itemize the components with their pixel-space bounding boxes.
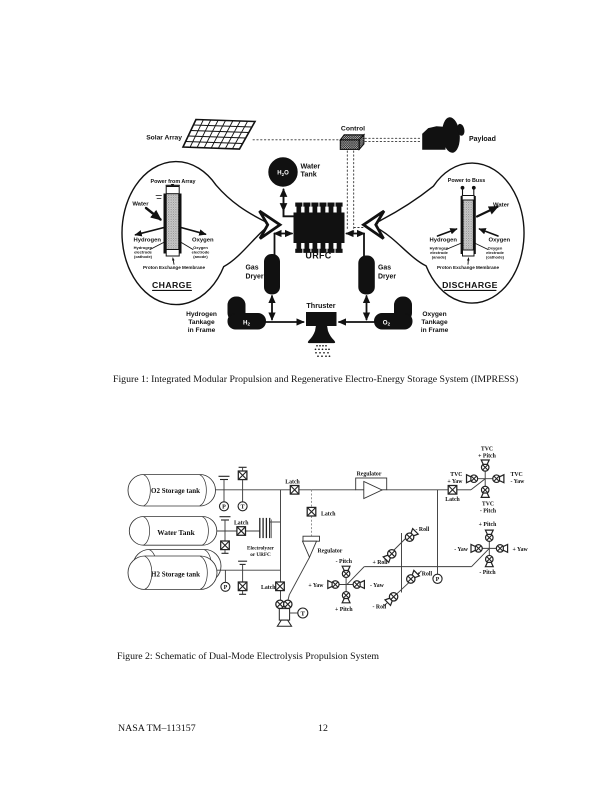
svg-text:Tankage: Tankage — [421, 319, 448, 326]
svg-text:(anode): (anode) — [432, 255, 447, 260]
svg-text:electrode: electrode — [486, 250, 505, 255]
svg-text:O2 Storage tank: O2 Storage tank — [151, 487, 200, 495]
svg-text:Hydrogen: Hydrogen — [134, 245, 153, 250]
svg-text:Latch: Latch — [445, 497, 460, 503]
svg-text:H2: H2 — [243, 320, 250, 327]
svg-text:Hydrogen: Hydrogen — [430, 246, 449, 251]
svg-text:- Roll: - Roll — [373, 605, 387, 611]
svg-text:Solar Array: Solar Array — [146, 135, 182, 142]
svg-text:- Pitch: - Pitch — [479, 570, 496, 576]
svg-text:Hydrogen: Hydrogen — [186, 311, 217, 318]
svg-text:+ Pitch: + Pitch — [479, 522, 497, 528]
svg-text:Proton Exchange Membrane: Proton Exchange Membrane — [437, 265, 499, 270]
svg-text:T: T — [241, 505, 245, 511]
svg-text:Proton Exchange Membrane: Proton Exchange Membrane — [143, 265, 205, 270]
svg-text:electrode: electrode — [134, 250, 153, 255]
svg-text:URFC: URFC — [305, 251, 331, 261]
svg-text:Power to Buss: Power to Buss — [448, 178, 485, 184]
svg-text:Thruster: Thruster — [306, 301, 335, 310]
svg-text:Hydrogen: Hydrogen — [134, 238, 162, 244]
svg-text:P: P — [224, 585, 228, 591]
svg-text:CHARGE: CHARGE — [152, 280, 192, 290]
svg-text:- Yaw: - Yaw — [454, 547, 469, 553]
svg-text:O2: O2 — [383, 320, 391, 327]
svg-text:P: P — [436, 577, 440, 583]
svg-text:+ Pitch: + Pitch — [335, 607, 353, 613]
svg-text:in Frame: in Frame — [421, 327, 449, 334]
svg-text:DISCHARGE: DISCHARGE — [442, 280, 498, 290]
svg-text:Latch: Latch — [261, 585, 276, 591]
svg-text:Dryer: Dryer — [378, 274, 396, 281]
svg-text:(anode): (anode) — [193, 254, 208, 259]
svg-text:Oxygen: Oxygen — [193, 245, 208, 250]
svg-text:(cathode): (cathode) — [134, 254, 153, 259]
svg-text:- Yaw: - Yaw — [370, 583, 385, 589]
svg-text:- Pitch: - Pitch — [336, 559, 353, 565]
svg-text:+ Roll: + Roll — [372, 560, 387, 566]
svg-text:Gas: Gas — [246, 265, 259, 272]
svg-text:electrode: electrode — [430, 250, 449, 255]
svg-text:Regulator: Regulator — [357, 472, 382, 478]
svg-text:+ Yaw: + Yaw — [513, 547, 529, 553]
svg-text:Oxygen: Oxygen — [422, 311, 446, 318]
svg-text:Tank: Tank — [301, 170, 317, 179]
svg-text:Control: Control — [341, 126, 365, 133]
svg-text:electrode: electrode — [192, 250, 211, 255]
svg-text:TVC: TVC — [482, 501, 494, 507]
svg-text:- Pitch: - Pitch — [480, 508, 497, 514]
svg-text:+ Yaw: + Yaw — [308, 583, 324, 589]
svg-text:Water Tank: Water Tank — [157, 528, 195, 537]
svg-text:Water: Water — [493, 203, 510, 209]
svg-text:T: T — [301, 611, 306, 618]
svg-text:Electrolyzer: Electrolyzer — [247, 546, 275, 552]
svg-text:TVC: TVC — [511, 472, 523, 478]
svg-text:H2O: H2O — [277, 171, 289, 177]
svg-text:Oxygen: Oxygen — [488, 246, 503, 251]
svg-text:H2 Storage tank: H2 Storage tank — [151, 571, 200, 579]
svg-text:+ Yaw: + Yaw — [447, 479, 463, 485]
svg-text:Latch: Latch — [321, 512, 336, 518]
svg-text:TVC: TVC — [450, 472, 462, 478]
svg-text:Water: Water — [301, 162, 321, 171]
svg-text:(cathode): (cathode) — [486, 255, 505, 260]
svg-text:Payload: Payload — [469, 136, 496, 143]
svg-text:- Roll: - Roll — [416, 527, 430, 533]
svg-text:+ Pitch: + Pitch — [478, 454, 496, 460]
svg-text:Latch: Latch — [234, 521, 249, 527]
svg-text:Hydrogen: Hydrogen — [430, 238, 458, 244]
svg-text:Tankage: Tankage — [188, 319, 215, 326]
svg-text:P: P — [222, 505, 226, 511]
svg-text:Oxygen: Oxygen — [489, 238, 511, 244]
svg-text:Gas: Gas — [378, 265, 391, 272]
svg-text:+ Roll: + Roll — [417, 571, 432, 577]
svg-text:Dryer: Dryer — [246, 274, 264, 281]
svg-text:in Frame: in Frame — [188, 327, 216, 334]
svg-text:- Yaw: - Yaw — [511, 479, 526, 485]
svg-text:Water: Water — [132, 202, 149, 208]
svg-text:TVC: TVC — [481, 447, 493, 453]
svg-text:Regulator: Regulator — [318, 549, 343, 555]
svg-text:Latch: Latch — [285, 479, 300, 485]
svg-text:or URFC: or URFC — [250, 552, 271, 558]
svg-text:Power from Array: Power from Array — [150, 179, 195, 185]
svg-text:Oxygen: Oxygen — [192, 238, 214, 244]
